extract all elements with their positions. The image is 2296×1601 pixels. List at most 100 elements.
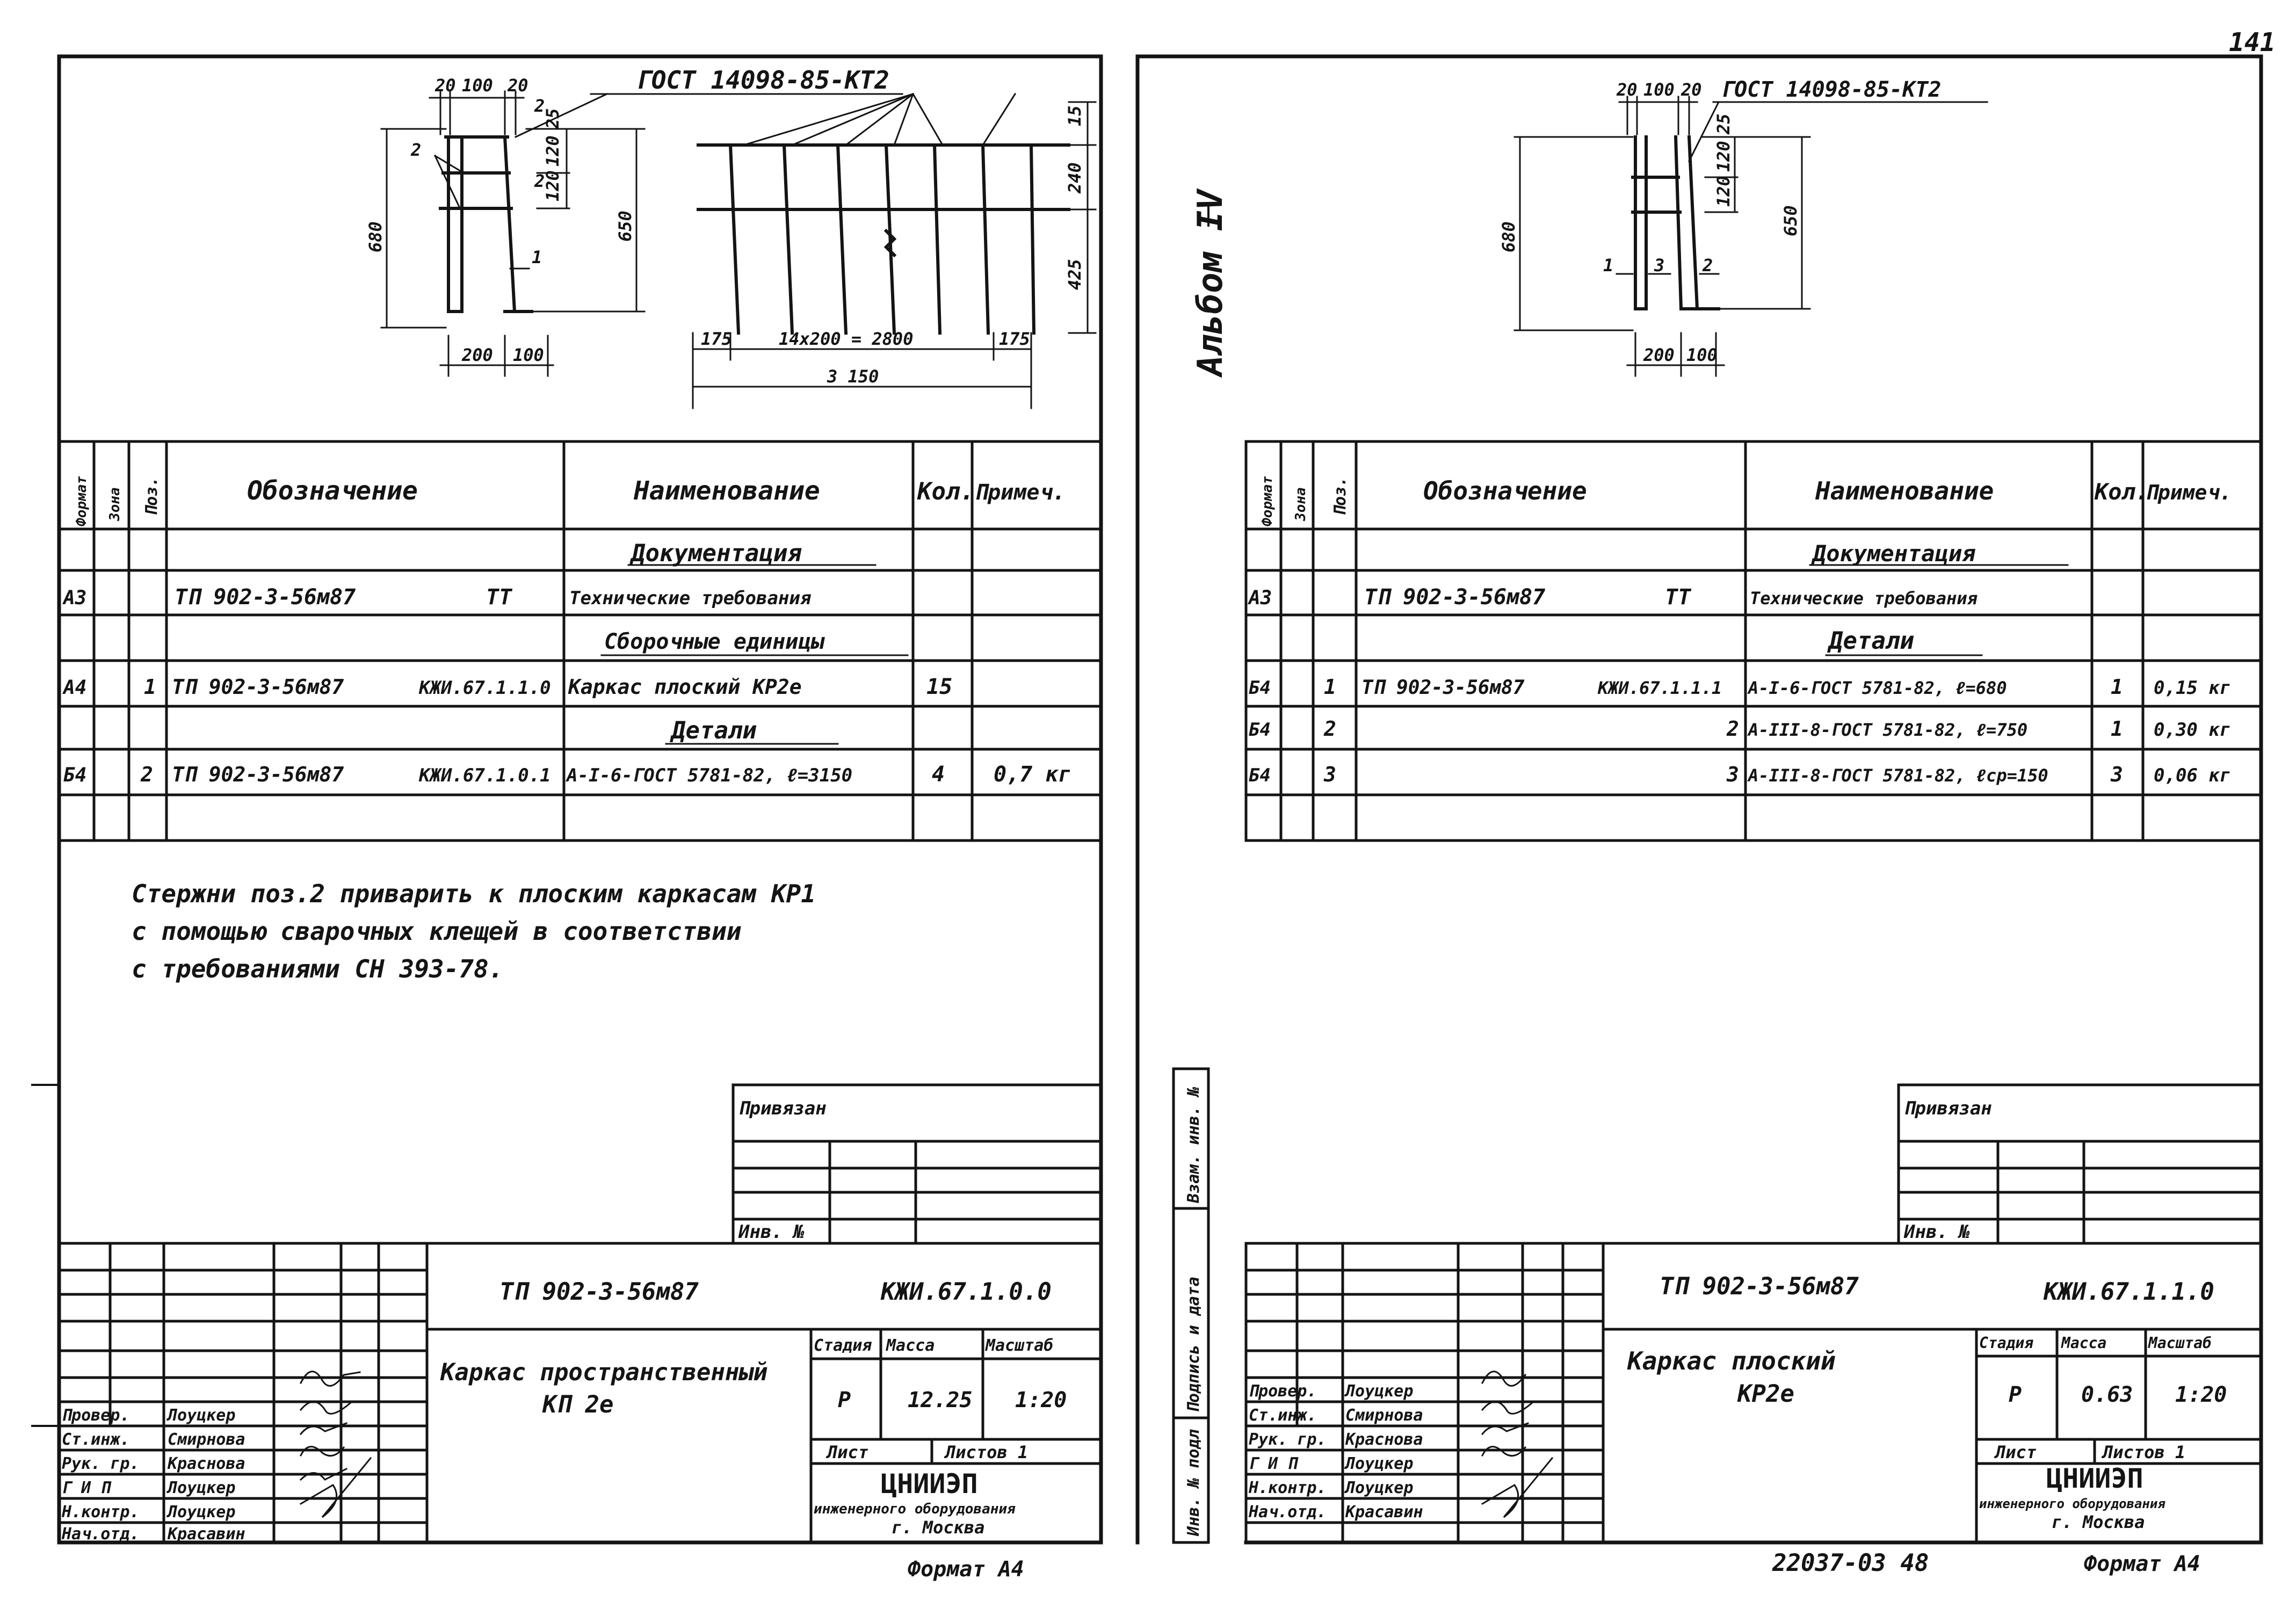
left-plan-dim-labels: 15 240 425 175 14x200 = 2800 175 3 150 [701,105,1085,387]
left-title-line2: КП 2е [542,1391,613,1418]
row-name: А-III-8-ГОСТ 5781-82, ℓср=150 [1747,765,2048,786]
col-header-name: Наименование [633,476,820,506]
side-stamp-grid [1172,1067,1210,1544]
right-org-sub: инженерного оборудования [1979,1496,2165,1511]
left-title-block-grid [57,1242,1103,1544]
right-signature-roles: Провер. Ст.инж. Рук. гр. Г И П Н.контр. … [1248,1382,1423,1522]
section-title: Детали [670,717,757,744]
dim-label: 3 150 [827,366,879,387]
left-scale-header: Масштаб [985,1336,1053,1355]
left-inv-label: Инв. № [738,1221,805,1243]
dim-label: 240 [1064,162,1085,194]
role-label: Рук. гр. [1249,1430,1327,1449]
row-code: КЖИ.67.1.0.1 [418,765,551,786]
name-label: Красавин [167,1525,245,1544]
left-signature-roles: Провер. Ст.инж. Рук. гр. Г И П Н.контр. … [61,1406,245,1544]
role-label: Г И П [1249,1454,1299,1473]
dim-label: 20 [507,75,528,96]
row-name: А-I-6-ГОСТ 5781-82, ℓ=680 [1747,678,2007,698]
left-org-sub: инженерного оборудования [814,1501,1016,1517]
right-sheets-label: Листов 1 [2101,1442,2185,1462]
row-designation: ТП 902-3-56м87 [172,675,344,699]
dim-label: 175 [701,329,732,349]
dim-label: 120 [1713,176,1734,207]
dim-label: 120 [542,135,563,166]
row-pos: 2 [1323,717,1336,741]
right-spec-table-grid [1244,440,2263,842]
side-stamp-label-inv: Инв. № подл [1184,1429,1203,1537]
right-section-underlines [1809,564,2069,656]
row-name: Каркас плоский КР2е [568,675,802,699]
row-qty: 4 [932,762,945,787]
left-sheets-label: Листов 1 [944,1442,1028,1462]
role-label: Ст.инж. [62,1430,129,1449]
right-stage-value: Р [2009,1382,2022,1407]
left-elevation-dim-labels: 20 100 20 2 2 120 120 25 650 680 2 1 200… [365,75,635,365]
row-format: Б4 [1249,765,1271,786]
left-stage-value: Р [838,1388,851,1412]
left-org-name: ЦНИИЭП [881,1468,978,1499]
dim-label: 3 [1654,255,1664,276]
row-qty: 15 [926,675,952,699]
row-code: 2 [1726,717,1739,741]
left-scale-value: 1:20 [1015,1388,1067,1412]
page-number: 141 [2229,27,2276,57]
left-spec-table-grid [57,440,1103,842]
row-format: Б4 [1249,677,1271,699]
left-stage-header: Стадия [814,1336,872,1355]
dim-label: 25 [542,108,563,129]
row-pos: 2 [140,763,153,786]
right-org-city: г. Москва [2052,1512,2145,1532]
album-label: Альбом IV [1191,188,1230,378]
left-sheet-label: Лист [825,1442,868,1462]
dim-label: 200 [461,345,493,365]
left-note: Стержни поз.2 приварить к плоским каркас… [132,879,816,983]
name-label: Смирнова [168,1430,245,1449]
row-designation: ТП 902-3-56м87 [175,585,356,610]
left-mark: КЖИ.67.1.0.0 [880,1278,1052,1306]
row-qty: 3 [2110,763,2123,786]
row-note: 0,7 кг [994,762,1071,787]
section-title: Документация [1811,540,1975,567]
right-sheet-label: Лист [1994,1442,2037,1462]
col-header-zone: Зона [107,487,123,521]
role-label: Нач.отд. [1248,1503,1327,1522]
dim-label: 2 [1702,255,1713,276]
right-format-label: Формат А4 [2084,1552,2200,1576]
name-label: Лоуцкер [1344,1454,1413,1473]
row-name: А-I-6-ГОСТ 5781-82, ℓ=3150 [566,765,852,786]
row-name: Технические требования [569,588,812,609]
dim-label: 14x200 = 2800 [779,329,913,349]
right-privyazan-grid [1244,1083,2263,1245]
left-plan-dims [692,92,1097,409]
row-format: Б4 [63,764,86,786]
left-gost-label: ГОСТ 14098-85-КТ2 [636,66,889,95]
note-line: с требованиями СН 393-78. [132,954,503,983]
dim-label: 100 [462,75,493,96]
signatures [299,1371,1554,1518]
section-title: Сборочные единицы [604,629,825,654]
name-label: Смирнова [1345,1406,1423,1425]
dim-label: 20 [434,75,456,96]
role-label: Ст.инж. [1249,1406,1316,1425]
name-label: Лоуцкер [166,1406,235,1425]
side-stamp-label-repl: Взам. инв. № [1184,1086,1203,1204]
row-code: КЖИ.67.1.1.0 [418,677,551,699]
col-header-pos: Поз. [1331,477,1350,516]
row-pos: 1 [1324,675,1336,699]
section-title: Документация [629,540,802,567]
row-qty: 1 [2111,675,2123,699]
row-format: Б4 [1249,719,1271,741]
row-note: 0,30 кг [2154,719,2230,741]
role-label: Провер. [62,1406,129,1425]
role-label: Рук. гр. [62,1454,140,1473]
left-frame-plan [697,143,1070,335]
col-header-format: Формат [74,476,90,526]
dim-label: 100 [1686,345,1718,365]
right-mark: КЖИ.67.1.1.0 [2043,1278,2214,1306]
left-elevation-dims [380,90,903,377]
left-mass-value: 12.25 [908,1388,972,1412]
left-org-city: г. Москва [892,1517,984,1538]
col-header-designation: Обозначение [247,476,418,506]
